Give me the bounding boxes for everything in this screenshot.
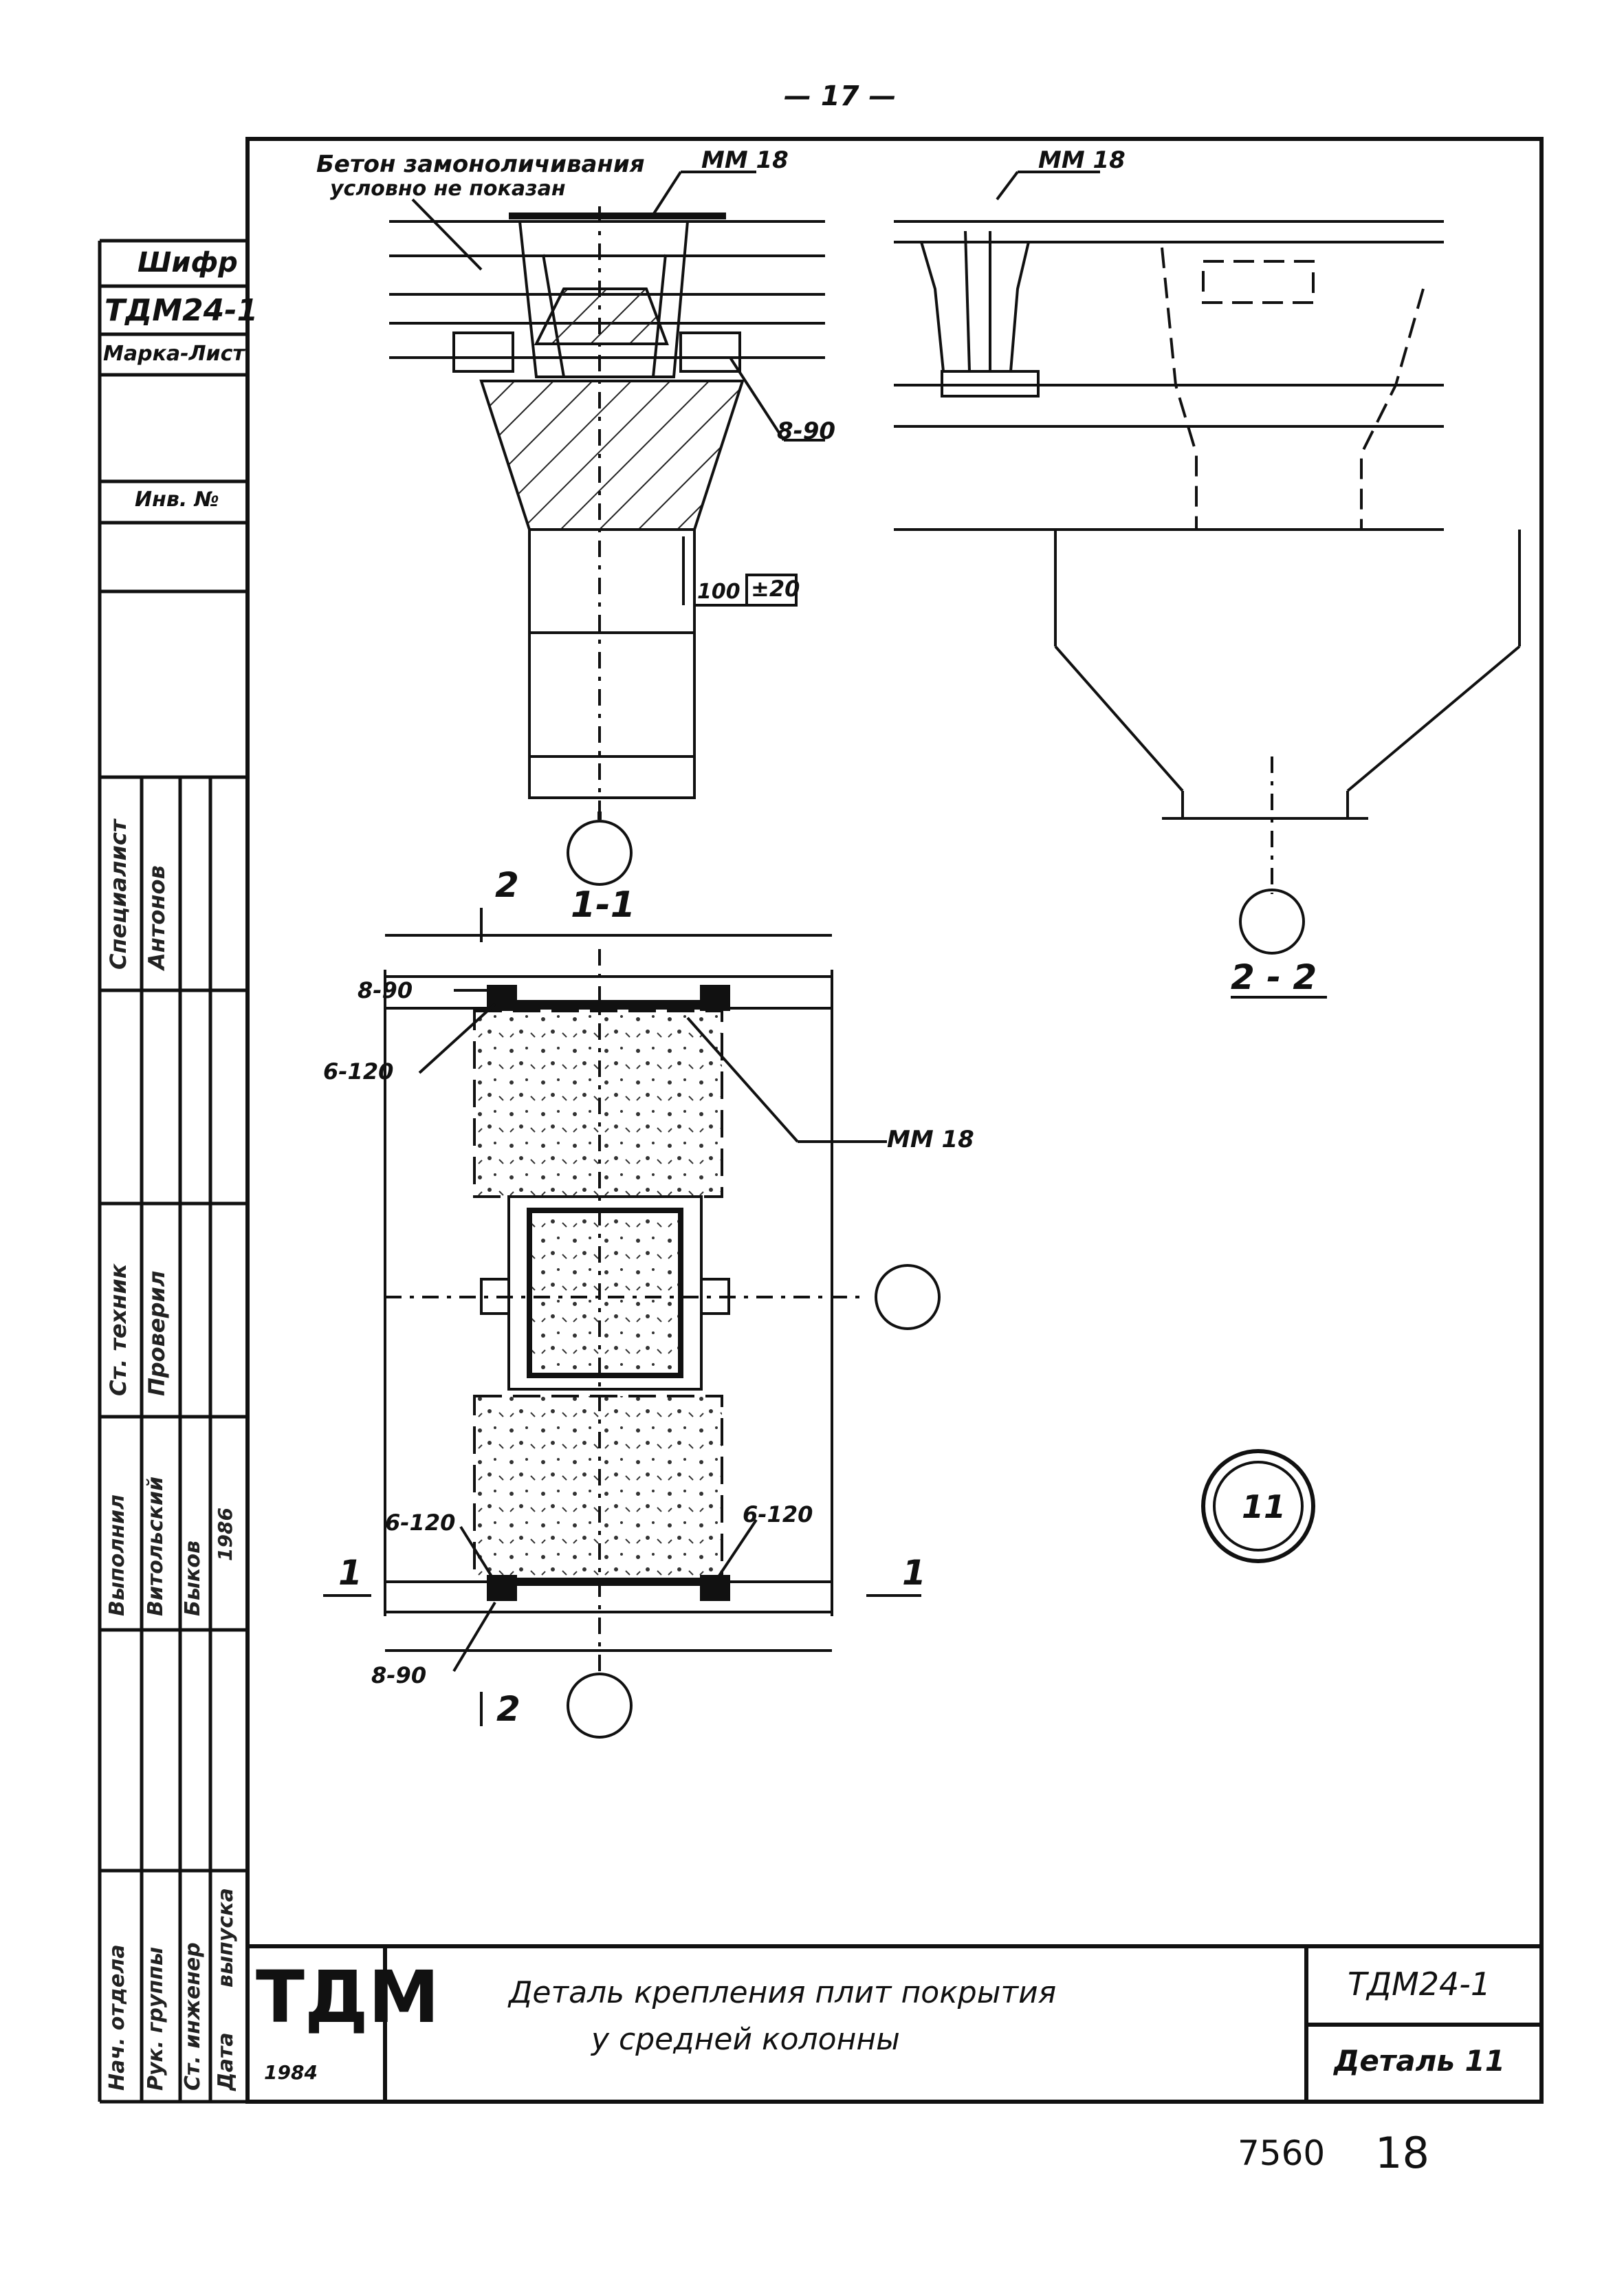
cut-mark-2-top: 2 — [495, 865, 519, 905]
title-logo: ТДМ — [256, 1955, 440, 2039]
detail-a-geometry — [389, 171, 825, 820]
title-code: ТДМ24-1 — [1348, 1966, 1491, 2003]
stamp-role-head: Нач. отдела — [105, 1944, 129, 2091]
title-detail: Деталь 11 — [1334, 2044, 1505, 2078]
stamp-role-senior-engineer: Ст. инженер — [181, 1942, 205, 2091]
plan-geometry — [323, 908, 921, 1726]
note-concrete-line2: условно не показан — [330, 177, 566, 201]
stamp-role-checked: Проверил — [144, 1270, 170, 1396]
label-weld-8-90-top: 8-90 — [358, 977, 413, 1003]
dimension-plus-minus-20: ±20 — [751, 576, 800, 602]
stamp-role-senior-technician: Ст. техник — [105, 1263, 131, 1396]
stamp-name-vitolsky: Витольский — [144, 1476, 168, 1616]
dimension-100: 100 — [697, 580, 740, 604]
title-block-grid — [248, 1944, 1541, 2102]
sheet-frame — [245, 137, 1544, 2104]
stamp-role-group-lead: Рук. группы — [144, 1946, 168, 2091]
axis-bubble-plan-right — [875, 1264, 941, 1330]
cut-mark-1-left: 1 — [338, 1553, 362, 1593]
label-mm18-b: ММ 18 — [1038, 146, 1126, 174]
stamp-cipher-label: Шифр — [138, 247, 238, 279]
label-weld-8-90-bottom: 8-90 — [371, 1662, 427, 1688]
detail-number: 11 — [1242, 1488, 1286, 1525]
detail-number-inner — [1213, 1461, 1304, 1552]
title-line-1: Деталь крепления плит покрытия — [509, 1975, 1057, 2010]
stamp-release-label: выпуска — [214, 1888, 238, 1988]
detail-number-outer — [1201, 1449, 1315, 1563]
axis-bubble-plan-bottom — [567, 1673, 633, 1739]
label-mm18-plan: ММ 18 — [887, 1126, 974, 1153]
stamp-role-specialist: Специалист — [105, 819, 131, 970]
stamp-inventory-label: Инв. № — [135, 488, 219, 512]
label-weld-8-90-a: 8-90 — [777, 417, 836, 445]
label-weld-6-120-top: 6-120 — [323, 1058, 394, 1085]
label-weld-6-120-left: 6-120 — [385, 1510, 456, 1536]
section-label-1-1: 1-1 — [571, 884, 635, 926]
cut-mark-2-bottom: 2 — [496, 1689, 520, 1729]
axis-bubble-a — [567, 820, 633, 886]
title-line-2: у средней колонны — [591, 2022, 900, 2057]
page-number: — 17 — — [784, 80, 897, 112]
plan-column — [527, 1208, 683, 1378]
stamp-date-label: Дата — [214, 2032, 238, 2091]
stamp-role-performed: Выполнил — [105, 1494, 129, 1616]
section-label-2-2: 2 - 2 — [1231, 957, 1317, 997]
title-year: 1984 — [264, 2061, 318, 2084]
stamp-mark-sheet-label: Марка-Лист — [103, 342, 245, 366]
label-weld-6-120-right: 6-120 — [743, 1501, 813, 1527]
detail-b-geometry — [894, 171, 1521, 999]
column-capital — [479, 380, 745, 531]
archive-number: 7560 — [1238, 2133, 1326, 2173]
note-concrete-line1: Бетон замоноличивания — [316, 151, 645, 178]
stamp-name-antonov: Антонов — [144, 865, 170, 970]
stamp-name-bykov: Быков — [181, 1541, 205, 1616]
side-stamp-grid — [98, 239, 248, 2104]
sheet-number: 18 — [1375, 2128, 1429, 2178]
stamp-cipher-value: ТДМ24-1 — [105, 293, 259, 328]
axis-bubble-b — [1239, 889, 1305, 955]
cut-mark-1-right: 1 — [902, 1553, 926, 1593]
label-mm18-a: ММ 18 — [701, 146, 789, 174]
stamp-year-note: 1986 — [214, 1507, 237, 1561]
